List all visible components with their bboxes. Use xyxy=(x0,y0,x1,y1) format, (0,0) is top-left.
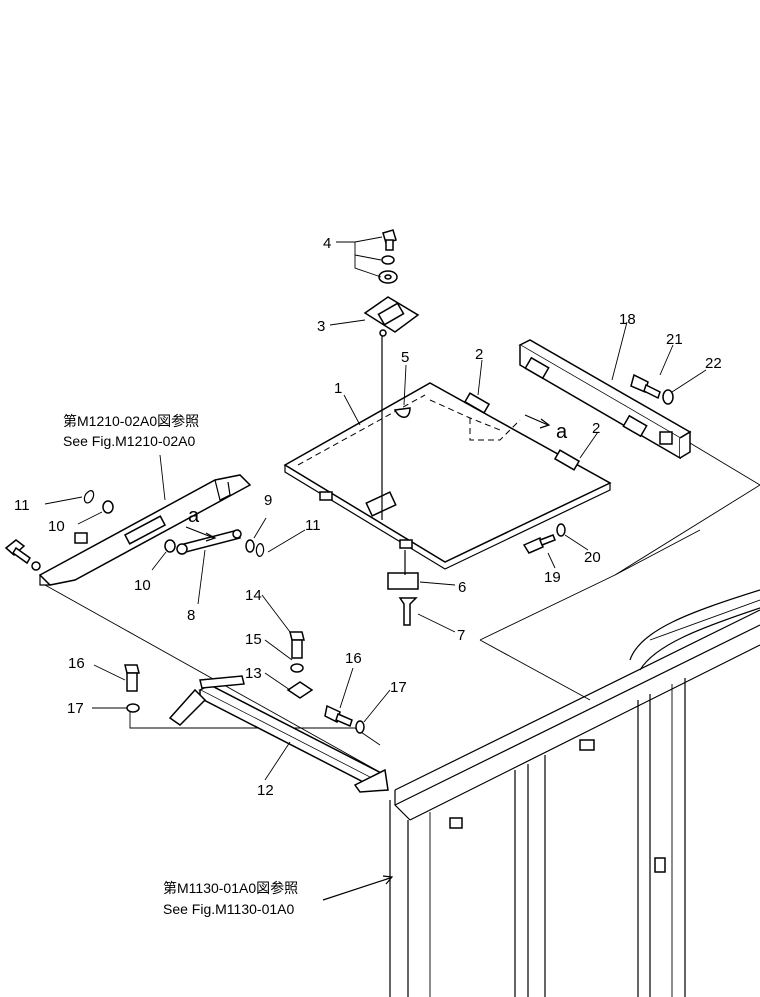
left-bracket xyxy=(38,474,252,586)
callout-11: 11 xyxy=(14,497,30,514)
cab-frame xyxy=(389,589,760,997)
ref-upper-jp: 第M1210-02A0図参照 xyxy=(63,413,199,429)
callout-17: 17 xyxy=(390,679,407,696)
callout-11: 11 xyxy=(305,517,321,534)
clip-11-left xyxy=(83,490,95,504)
pin xyxy=(176,529,242,555)
callout-7: 7 xyxy=(457,627,465,644)
callout-10: 10 xyxy=(134,577,151,594)
bolt-16-left xyxy=(124,664,140,692)
ref-lower-jp: 第M1130-01A0図参照 xyxy=(163,880,298,896)
bolt-washer-set-4 xyxy=(378,229,398,284)
reference-notes: 第M1210-02A0図参照 See Fig.M1210-02A0 第M1130… xyxy=(63,413,298,917)
view-marker-a: a xyxy=(188,505,200,527)
washer-22 xyxy=(662,389,674,405)
washer-17-left xyxy=(126,703,140,713)
callout-6: 6 xyxy=(458,579,466,596)
washer-17-right xyxy=(355,720,365,734)
callout-21: 21 xyxy=(666,331,683,348)
callout-22: 22 xyxy=(705,355,722,372)
view-a-arrows xyxy=(185,414,551,542)
clip-and-screw-6-7 xyxy=(387,550,419,626)
plate-13 xyxy=(286,681,314,699)
callout-2: 2 xyxy=(475,346,483,363)
front-bar xyxy=(168,675,389,793)
callout-18: 18 xyxy=(619,311,636,328)
view-marker-a: a xyxy=(556,421,568,443)
callout-labels: 1 2 2 3 4 5 6 7 8 9 10 10 11 11 12 13 14… xyxy=(14,235,722,799)
callout-16: 16 xyxy=(345,650,362,667)
ref-upper-en: See Fig.M1210-02A0 xyxy=(63,433,196,449)
callout-17: 17 xyxy=(67,700,84,717)
washer-20 xyxy=(556,523,566,537)
callout-10: 10 xyxy=(48,518,65,535)
leader-lines xyxy=(44,236,707,901)
washer-9 xyxy=(245,539,255,553)
callout-9: 9 xyxy=(264,492,272,509)
callout-2: 2 xyxy=(592,420,600,437)
ref-lower-en: See Fig.M1130-01A0 xyxy=(163,901,294,917)
callout-8: 8 xyxy=(187,607,195,624)
rear-bar xyxy=(518,339,692,460)
washer-10-upper xyxy=(102,500,114,514)
clip-11-right xyxy=(255,543,265,557)
callout-16: 16 xyxy=(68,655,85,672)
callout-13: 13 xyxy=(245,665,262,682)
callout-19: 19 xyxy=(544,569,561,586)
grab-handle xyxy=(363,296,420,520)
callout-5: 5 xyxy=(401,349,409,366)
callout-15: 15 xyxy=(245,631,262,648)
stoppers-2 xyxy=(463,392,581,471)
bolt-19 xyxy=(522,534,556,554)
callout-4: 4 xyxy=(323,235,331,252)
washer-10-lower xyxy=(164,539,176,553)
callout-3: 3 xyxy=(317,318,325,335)
bolt-21 xyxy=(630,373,661,400)
callout-12: 12 xyxy=(257,782,274,799)
bolt-14 xyxy=(289,631,305,659)
bolt-16-right xyxy=(324,704,353,728)
washer-15 xyxy=(290,663,304,673)
end-bolt xyxy=(4,539,41,571)
floor-plate xyxy=(283,382,612,570)
callout-20: 20 xyxy=(584,549,601,566)
callout-14: 14 xyxy=(245,587,262,604)
callout-1: 1 xyxy=(334,380,342,397)
